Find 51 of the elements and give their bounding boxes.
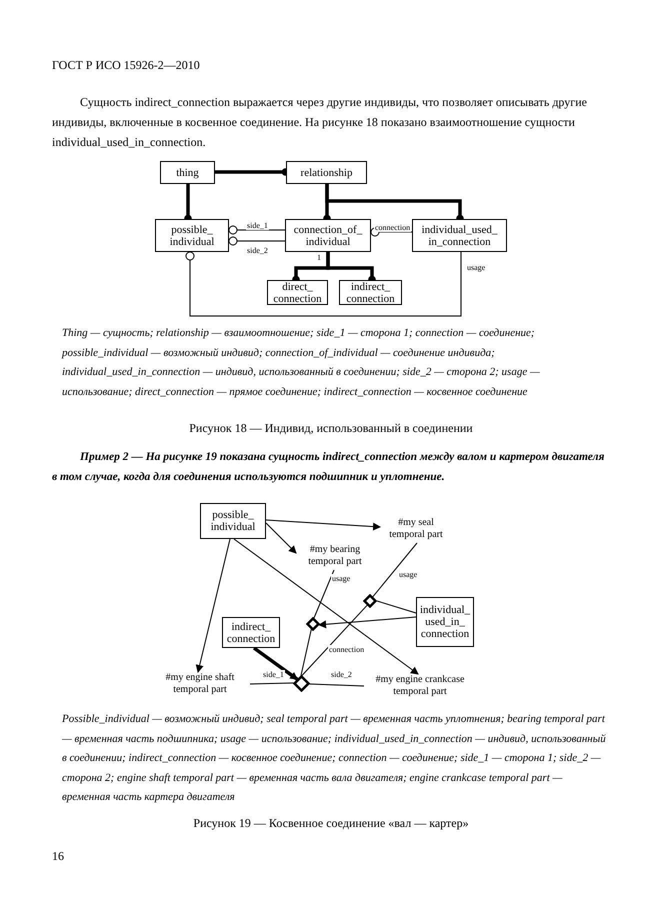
entity-box: indirect_ connection <box>222 617 280 648</box>
edge-label: connection <box>374 223 412 232</box>
entity-label: #my engine shaft temporal part <box>150 672 250 698</box>
edge-label: side_1 <box>246 221 269 230</box>
entity-box: thing <box>160 161 215 184</box>
connector-line <box>250 682 294 684</box>
connector-line <box>372 542 418 598</box>
figure-caption: Рисунок 19 — Косвенное соединение «вал — картер» <box>192 815 470 832</box>
connector-line <box>186 252 462 316</box>
entity-label: #my bearing temporal part <box>296 544 374 570</box>
connector-line <box>309 684 364 686</box>
figure-legend: Possible_individual — возможный индивид; seal temporal part — временная часть уплотнения; bearing temporal part — временная часть подшипника; usage — использование; individual_used_in_connection — индивид, использованный в соединении; indirect_connection — косвенное соединение; connection — соединение; side_1 — сторона 1; side_2 — сторона 2; engine shaft temporal part — временная часть вала двигателя; engine crankcase temporal part — временная часть картера двигателя <box>62 710 607 808</box>
connector-line <box>302 604 368 676</box>
diamond-symbol <box>306 617 320 631</box>
entity-box: individual_used_ in_connection <box>412 219 507 252</box>
connector-line <box>228 236 286 246</box>
connector-line <box>228 226 286 234</box>
edge-label: side_2 <box>246 246 269 255</box>
entity-label: #my engine crankcase temporal part <box>364 674 476 700</box>
body-paragraph: Сущность indirect_connection выражается через другие индивиды, что позволяет описывать другие индивиды, включенные в косвенное соединение. На рисунке 18 показано взаимоотношение сущности individual_used_in_connection. <box>52 94 588 151</box>
example-paragraph: Пример 2 — На рисунке 19 показана сущность indirect_connection между валом и картером двигателя в том случае, когда для соединения используются подшипник и уплотнение. <box>52 450 606 485</box>
edge-label: usage <box>398 570 418 579</box>
entity-box: individual_ used_in_ connection <box>416 597 474 647</box>
page-number: 16 <box>52 848 65 865</box>
edge-label: side_1 <box>262 670 285 679</box>
edge-label: 1 <box>316 253 322 262</box>
edge-label: connection <box>328 645 366 654</box>
entity-box: direct_ connection <box>267 280 328 305</box>
connector-line <box>376 600 416 614</box>
connector-line <box>196 538 230 673</box>
page-header: ГОСТ Р ИСО 15926-2—2010 <box>52 57 201 74</box>
diamond-symbol <box>363 594 377 608</box>
entity-box: relationship <box>286 161 367 184</box>
edge-label: usage <box>466 263 486 272</box>
connector-line <box>314 570 334 618</box>
connector-line <box>266 522 297 554</box>
entity-box: indirect_ connection <box>339 280 402 305</box>
figure-legend: Thing — сущность; relationship — взаимоотношение; side_1 — сторона 1; connection — соединение; possible_individual — возможный индивид; connection_of_individual — соединение индивида; individual_used_in_connection — индивид, использованный в соединении; side_2 — сторона 2; usage — использование; direct_connection — прямое соединение; indirect_connection — косвенное соединение <box>62 324 607 402</box>
entity-label: #my seal temporal part <box>380 517 452 543</box>
edge-label: usage <box>331 574 352 583</box>
diamond-symbol <box>293 675 310 692</box>
connector-line <box>318 616 416 628</box>
edge-label: side_2 <box>330 670 353 679</box>
connector-line <box>300 628 312 676</box>
connector-line <box>266 520 381 531</box>
connector-line <box>252 646 298 681</box>
figure-caption: Рисунок 18 — Индивид, использованный в соединении <box>188 420 474 437</box>
entity-box: connection_of_ individual <box>285 219 371 252</box>
connector-line <box>234 538 419 675</box>
entity-box: possible_ individual <box>200 503 266 539</box>
entity-box: possible_ individual <box>155 219 229 252</box>
